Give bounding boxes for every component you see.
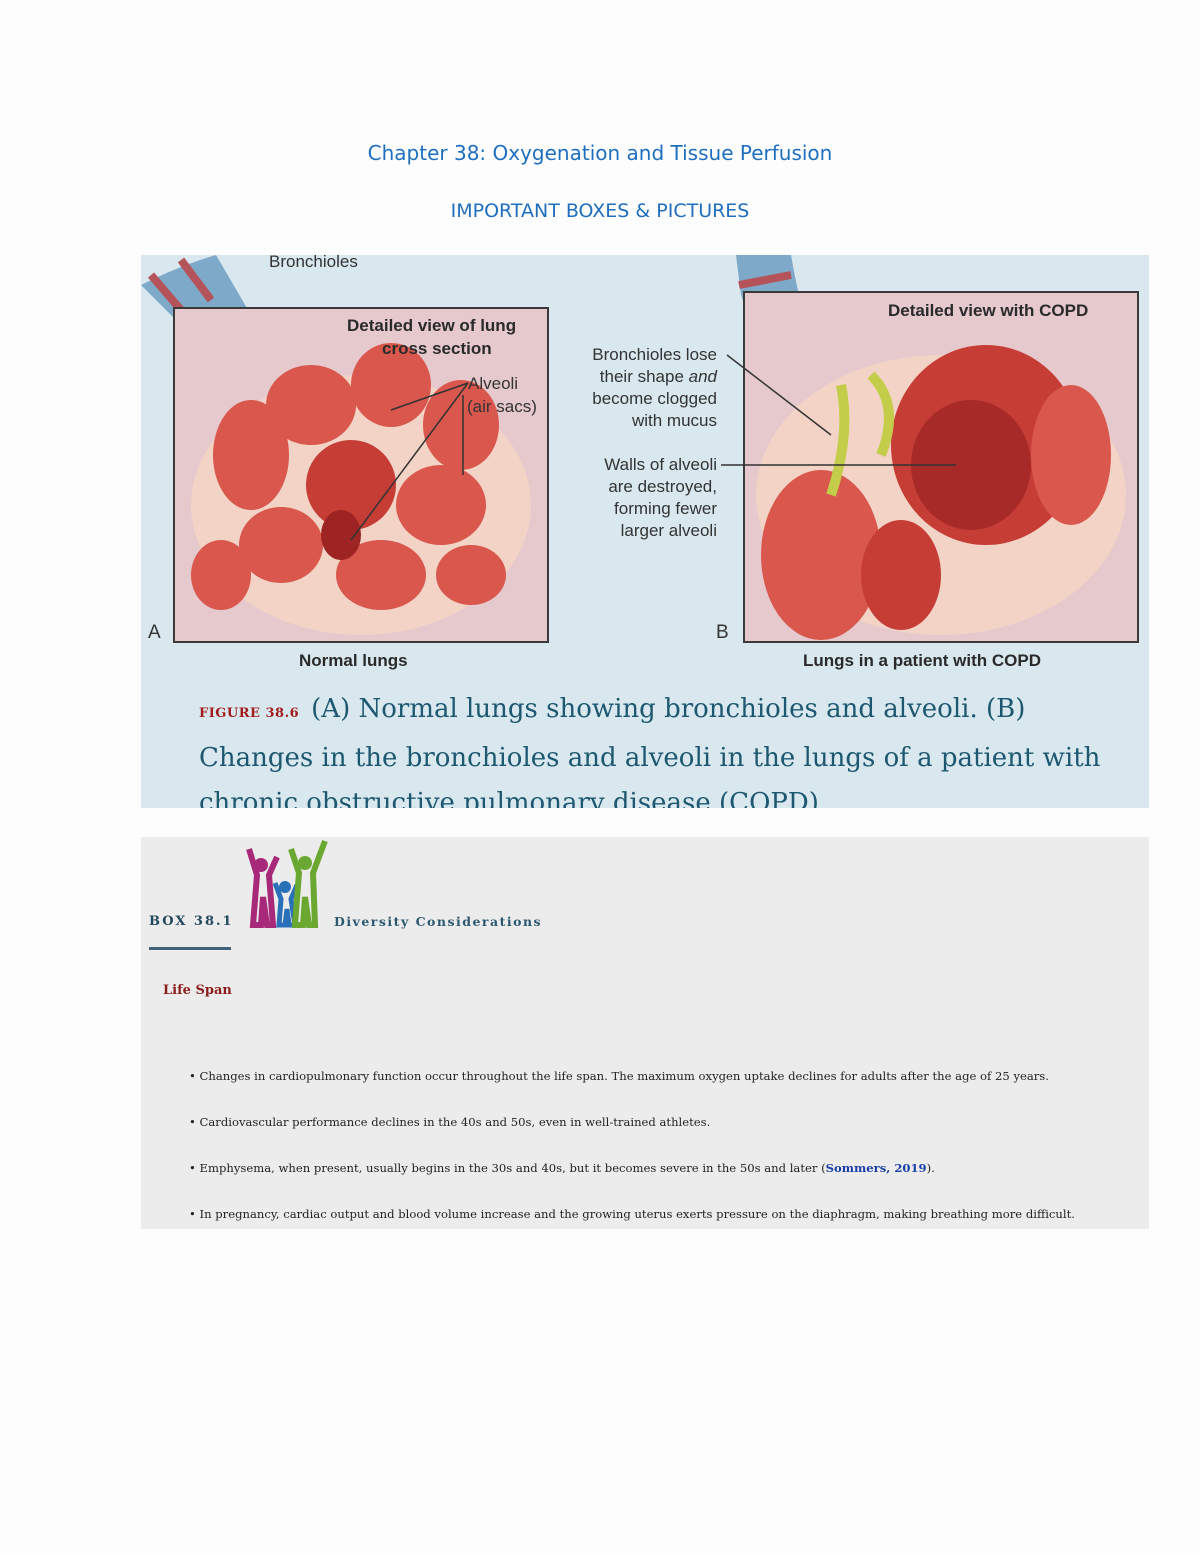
document-subtitle: IMPORTANT BOXES & PICTURES [450, 200, 750, 222]
note-walls-line3: forming fewer [614, 499, 717, 518]
box-38-1: BOX 38.1 Diversity Considerations Life S… [141, 837, 1149, 1229]
label-bronchioles: Bronchioles [269, 255, 358, 271]
note-bronchioles-line2: their shape and [599, 367, 717, 386]
note-walls-line1: Walls of alveoli [604, 455, 717, 474]
panel-a-name: Normal lungs [299, 651, 408, 670]
box-heading: Diversity Considerations [334, 914, 543, 929]
note-walls-line4: larger alveoli [620, 521, 717, 540]
figure-tag: FIGURE 38.6 [199, 706, 300, 721]
diversity-family-icon [241, 837, 328, 929]
note-bronchioles-line4: with mucus [631, 411, 717, 430]
bullet-item: • Changes in cardiopulmonary function oc… [189, 1069, 1049, 1083]
bullet-item: • In pregnancy, cardiac output and blood… [189, 1207, 1075, 1221]
lung-illustration [141, 255, 1139, 643]
box-number: BOX 38.1 [149, 914, 234, 929]
note-bronchioles-line1: Bronchioles lose [592, 345, 717, 364]
label-alveoli: Alveoli [468, 374, 519, 393]
note-bronchioles-line3: become clogged [592, 389, 717, 408]
box-divider [149, 947, 231, 950]
bullet-item: • Emphysema, when present, usually begin… [189, 1161, 935, 1175]
figure-caption: FIGURE 38.6(A) Normal lungs showing bron… [199, 687, 1119, 808]
document-title: Chapter 38: Oxygenation and Tissue Perfu… [367, 141, 833, 165]
figure-38-6: Bronchioles Detailed view of lung cross … [141, 255, 1149, 808]
note-walls-line2: are destroyed, [608, 477, 717, 496]
section-life-span: Life Span [163, 983, 232, 998]
copd-alveoli-cluster [756, 345, 1126, 640]
panel-a-letter: A [148, 622, 161, 643]
label-air-sacs: (air sacs) [467, 397, 537, 416]
normal-alveoli-cluster [191, 343, 531, 635]
citation-link[interactable]: Sommers, 2019 [825, 1161, 927, 1175]
panel-b-name: Lungs in a patient with COPD [803, 651, 1041, 670]
panel-b-title: Detailed view with COPD [888, 301, 1089, 320]
bullet-item: • Cardiovascular performance declines in… [189, 1115, 711, 1129]
panel-b-letter: B [716, 622, 729, 643]
panel-a-title-line1: Detailed view of lung [347, 316, 517, 335]
figure-caption-text: (A) Normal lungs showing bronchioles and… [199, 694, 1101, 808]
panel-a-title-line2: cross section [382, 339, 492, 358]
